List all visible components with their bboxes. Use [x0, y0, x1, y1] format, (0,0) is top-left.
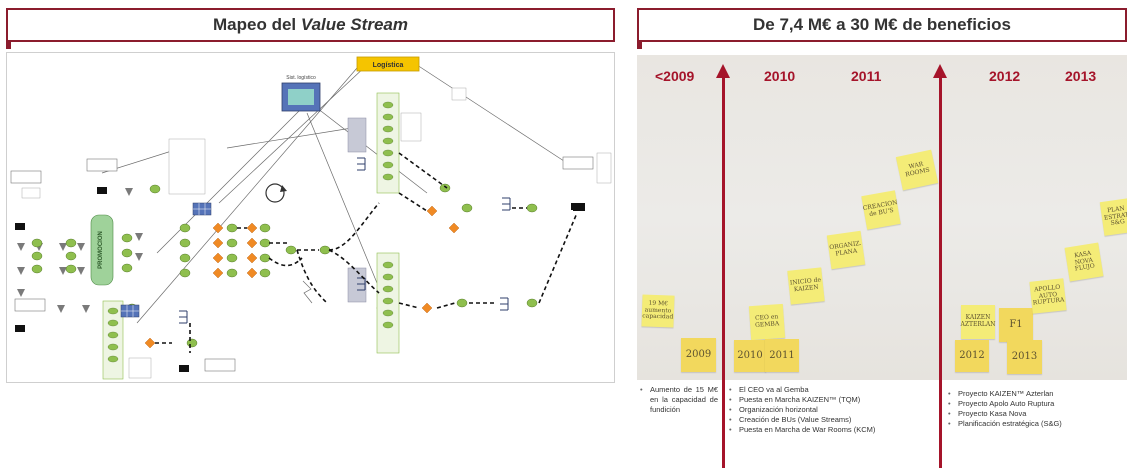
- year-label: <2009: [655, 68, 695, 84]
- sticky-note: F1: [999, 308, 1033, 342]
- bullet-list-2010-2011: El CEO va al Gemba Puesta en Marcha KAIZ…: [729, 385, 934, 435]
- header-accent-right: [637, 42, 642, 49]
- bullet-item: Planificación estratégica (S&G): [948, 419, 1128, 429]
- benefits-title: De 7,4 M€ a 30 M€ de beneficios: [753, 15, 1011, 34]
- sticky-note: 2010: [734, 340, 766, 372]
- timeline-arrow-head: [716, 64, 730, 78]
- benefits-header: De 7,4 M€ a 30 M€ de beneficios: [637, 8, 1127, 42]
- bullet-list-pre-2009: Aumento de 15 M€ en la capacidad de fund…: [640, 385, 718, 415]
- kaizen-timeline-board: <2009 2010 2011 2012 2013 19 M€ aumento …: [637, 55, 1127, 380]
- bullet-item: Proyecto Kasa Nova: [948, 409, 1128, 419]
- bullet-list-2012-2013: Proyecto KAIZEN™ Azterlan Proyecto Apolo…: [948, 389, 1128, 429]
- year-label: 2013: [1065, 68, 1097, 84]
- year-label: 2011: [851, 68, 882, 84]
- promotion-label: PROMOCION: [98, 231, 104, 269]
- sticky-note: 2013: [1007, 340, 1042, 374]
- timeline-arrow-shaft: [939, 78, 942, 468]
- bullet-item: Proyecto KAIZEN™ Azterlan: [948, 389, 1128, 399]
- bullet-item: Puesta en Marcha de War Rooms (KCM): [729, 425, 934, 435]
- value-stream-map: Logística Sist. logístico: [6, 52, 615, 383]
- value-stream-map-drawing: Logística Sist. logístico: [10, 56, 612, 380]
- value-stream-title-prefix: Mapeo del: [213, 15, 301, 34]
- sticky-note: 2009: [681, 338, 716, 372]
- timeline-arrow-head: [933, 64, 947, 78]
- sticky-note: 2011: [765, 339, 799, 372]
- system-label: Sist. logístico: [286, 75, 316, 81]
- logistics-label: Logística: [373, 62, 404, 69]
- header-accent-left: [6, 42, 11, 49]
- bullet-item: Puesta en Marcha KAIZEN™ (TQM): [729, 395, 934, 405]
- promotion-bar: [90, 214, 114, 286]
- sticky-note: APOLLO AUTO RUPTURA: [1029, 278, 1067, 314]
- value-stream-header: Mapeo del Value Stream: [6, 8, 615, 42]
- sticky-note: CEO en GEMBA: [748, 303, 786, 341]
- sticky-note: 19 M€ aumento capacidad: [641, 294, 675, 328]
- sticky-note: KAIZEN AZTERLAN: [961, 305, 995, 339]
- sticky-note: 2012: [955, 340, 989, 372]
- sticky-note: CREACION de BU'S: [861, 190, 901, 230]
- sticky-note: WAR ROOMS: [895, 149, 939, 191]
- bullet-item: Proyecto Apolo Auto Ruptura: [948, 399, 1128, 409]
- bullet-item: Creación de BUs (Value Streams): [729, 415, 934, 425]
- year-label: 2010: [764, 68, 796, 84]
- value-stream-title-emphasis: Value Stream: [300, 15, 408, 34]
- sticky-note: INICIO de KAIZEN: [787, 267, 825, 305]
- sticky-note: ORGANIZ. PLANA: [826, 230, 866, 270]
- bullet-item: Organización horizontal: [729, 405, 934, 415]
- year-label: 2012: [989, 68, 1021, 84]
- sticky-note: KASA NOVA FLUJO: [1064, 242, 1104, 282]
- timeline-arrow-shaft: [722, 78, 725, 468]
- bullet-item: El CEO va al Gemba: [729, 385, 934, 395]
- bullet-item: Aumento de 15 M€ en la capacidad de fund…: [640, 385, 718, 415]
- logistics-box: [356, 56, 420, 72]
- sticky-note: PLAN ESTRAT. S&G: [1099, 198, 1127, 236]
